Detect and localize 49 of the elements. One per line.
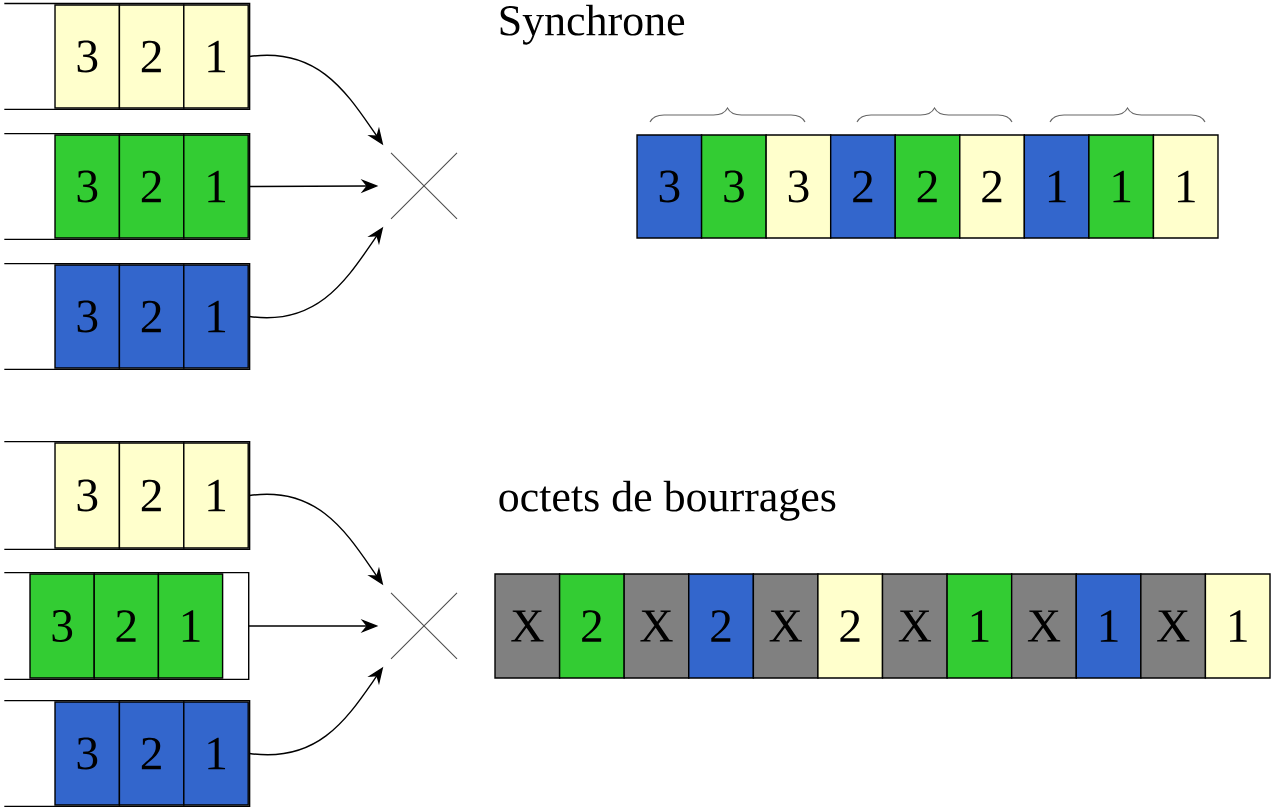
packet-cell: 1 [946, 573, 1013, 679]
packet-cell: 2 [894, 134, 961, 239]
packet-cell: X [1140, 573, 1207, 679]
packet-cell: X [623, 573, 690, 679]
packet-cell: X [752, 573, 819, 679]
packet-cell: 1 [183, 264, 249, 369]
packet-cell: 2 [959, 134, 1026, 239]
queue-buffer [3, 2, 251, 111]
section-label: Synchrone [500, 4, 685, 45]
section-label: octets de bourrages [499, 480, 836, 521]
packet-cell: 2 [830, 134, 896, 239]
queue-buffer [3, 699, 251, 808]
packet-cell: 2 [118, 264, 185, 369]
packet-cell: 1 [183, 134, 249, 239]
packet-cell: 3 [29, 573, 95, 679]
queue-buffer [3, 132, 251, 241]
packet-cell: 2 [817, 573, 884, 679]
packet-cell: 2 [688, 573, 755, 679]
queue-buffer [3, 440, 251, 551]
packet-cell: X [881, 573, 948, 679]
packet-cell: 3 [700, 134, 767, 239]
packet-cell: 1 [183, 442, 249, 549]
packet-cell: X [1010, 573, 1077, 679]
packet-cell: 2 [93, 573, 160, 679]
packet-cell: 3 [54, 442, 121, 549]
packet-cell: X [494, 573, 561, 679]
multiplexer-cross [390, 152, 458, 220]
packet-cell: 1 [1088, 134, 1155, 239]
packet-cell: 3 [54, 264, 121, 369]
packet-cell: 1 [157, 573, 224, 679]
packet-cell: 1 [1204, 573, 1271, 679]
queue-buffer [3, 571, 250, 681]
packet-cell: 3 [54, 4, 121, 109]
packet-cell: 2 [558, 573, 625, 679]
packet-cell: 1 [1023, 134, 1090, 239]
packet-cell: 3 [54, 701, 121, 806]
packet-cell: 1 [1075, 573, 1142, 679]
packet-cell: 3 [765, 134, 832, 239]
packet-cell: 1 [1152, 134, 1219, 239]
packet-cell: 1 [183, 701, 249, 806]
packet-cell: 2 [118, 4, 185, 109]
packet-cell: 3 [54, 134, 121, 239]
packet-cell: 2 [118, 134, 185, 239]
packet-cell: 2 [118, 701, 185, 806]
packet-cell: 2 [118, 442, 185, 549]
multiplexer-cross [390, 592, 458, 660]
packet-cell: 1 [183, 4, 249, 109]
packet-cell: 3 [636, 134, 703, 239]
queue-buffer [3, 262, 251, 371]
